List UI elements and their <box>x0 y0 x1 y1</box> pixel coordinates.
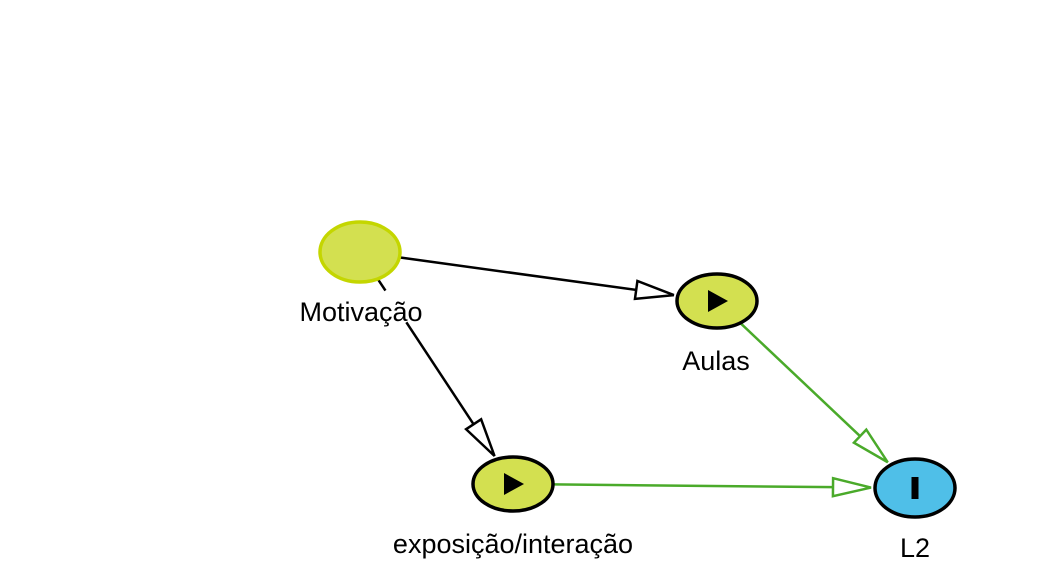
play-icon <box>708 290 728 312</box>
edge-line <box>739 322 861 438</box>
arrowhead-icon <box>831 476 872 498</box>
node-motivacao[interactable]: Motivação <box>299 220 423 327</box>
node-aulas[interactable]: Aulas <box>675 272 759 376</box>
edge-line <box>552 483 834 489</box>
node-label: Aulas <box>682 346 750 376</box>
edge-aulas-l2[interactable] <box>739 322 889 464</box>
node-label: L2 <box>900 533 930 563</box>
node-exposicao[interactable]: exposição/interação <box>393 455 633 559</box>
node-label: Motivação <box>299 297 422 327</box>
node-ellipse[interactable] <box>318 220 402 284</box>
arrowhead-icon <box>464 417 496 457</box>
bar-icon <box>911 477 919 499</box>
node-l2[interactable]: L2 <box>873 457 957 563</box>
edges <box>376 256 889 498</box>
edge-line <box>405 321 475 425</box>
node-label: exposição/interação <box>393 529 633 559</box>
arrowhead-icon <box>633 279 675 301</box>
edge-exposicao-l2[interactable] <box>552 476 872 498</box>
arrowhead-icon <box>851 427 889 464</box>
play-icon <box>504 473 524 495</box>
edge-line <box>376 278 387 292</box>
edge-motivacao-exposicao[interactable] <box>376 278 496 457</box>
edge-line <box>399 256 637 292</box>
edge-motivacao-aulas[interactable] <box>399 256 675 301</box>
